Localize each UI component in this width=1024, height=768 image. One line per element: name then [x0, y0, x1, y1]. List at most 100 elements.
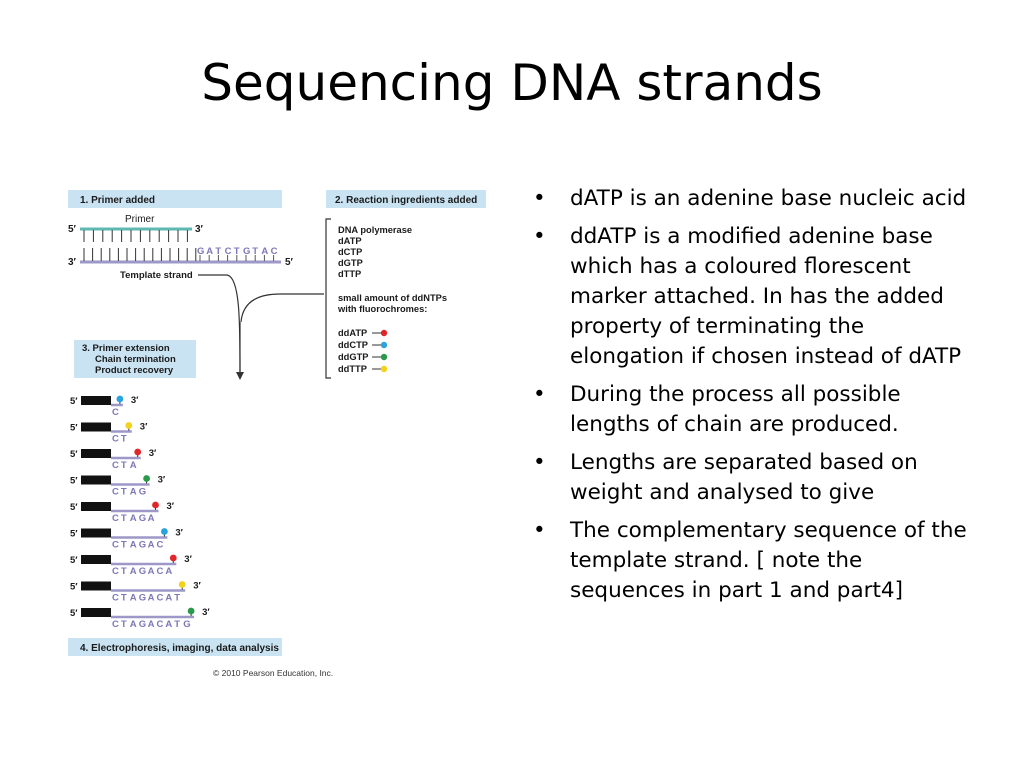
fragment-terminator-dot: [161, 528, 168, 535]
fragment-base-letter: C: [112, 540, 119, 551]
fragment-base-letter: A: [148, 619, 155, 630]
template-base-letter: T: [215, 246, 221, 257]
fragment-base-letter: A: [130, 513, 137, 524]
fragment-primer-block: [81, 422, 111, 432]
fragment-base-letter: C: [112, 619, 119, 630]
fragment-primer-block: [81, 502, 111, 511]
fragment-base-letter: T: [121, 460, 127, 471]
fragment-base-letter: C: [112, 434, 119, 445]
fragment-terminator-dot: [187, 607, 195, 615]
ingredient-item: dATP: [338, 236, 362, 246]
fragment-base-letter: A: [148, 540, 155, 551]
fragment-terminator-dot: [178, 581, 186, 588]
fragment-base-letter: T: [121, 513, 127, 524]
fragment-base-letter: A: [165, 593, 172, 604]
fragment-base-letter: A: [130, 593, 137, 604]
ddntp-dot: [380, 353, 388, 361]
fragment-5-prime: 5′: [70, 582, 78, 593]
fragment-base-letter: C: [112, 513, 119, 524]
fragment-5-prime: 5′: [70, 555, 78, 566]
primer-3-prime: 3′: [195, 224, 204, 235]
primer-label: Primer: [125, 214, 155, 225]
fragment-base-letter: G: [139, 566, 146, 577]
bullet-item: •dATP is an adenine base nucleic acid: [530, 184, 970, 214]
fragment-3-prime: 3′: [202, 607, 210, 618]
fragment-base-letter: T: [121, 487, 127, 498]
template-connector: [198, 274, 241, 373]
fragment-terminator-dot: [143, 475, 150, 482]
step3-label-line2: Chain termination: [95, 354, 176, 365]
fragment-5-prime: 5′: [70, 449, 78, 460]
fragment-base-letter: T: [174, 619, 180, 630]
ingredients-bracket: [325, 218, 331, 379]
bullet-item: •ddATP is a modified adenine base which …: [530, 222, 970, 372]
template-base-letter: C: [271, 246, 278, 257]
fragment-base-letter: T: [121, 566, 127, 577]
fragment-base-letter: A: [130, 487, 137, 498]
fragment-base-letter: G: [139, 593, 146, 604]
step1-label-bg: [68, 190, 282, 208]
step2-label-bg: [326, 190, 486, 208]
flow-arrow-head: [236, 372, 244, 380]
fragment-primer-block: [81, 555, 111, 564]
ddntp-item: ddATP: [338, 328, 367, 338]
ingredients-connector: [240, 293, 324, 323]
diagram-canvas: 1. Primer added Primer 5′ 3′ 3′ 5′ Templ…: [68, 190, 486, 678]
fragment-primer-block: [81, 449, 111, 458]
fragment-terminator-dot: [125, 422, 133, 429]
step3-label-line1: 3. Primer extension: [82, 343, 170, 354]
fragment-terminator-dot: [152, 501, 159, 509]
bullet-dot: •: [533, 450, 546, 475]
ingredient-item: DNA polymerase: [338, 225, 412, 235]
fragment-terminator-dot: [169, 554, 177, 562]
fragment-3-prime: 3′: [175, 528, 183, 539]
fragment-base-letter: T: [121, 619, 127, 630]
template-base-letter: C: [225, 246, 232, 257]
fragment-5-prime: 5′: [70, 396, 78, 407]
fragment-base-letter: A: [130, 540, 137, 551]
sanger-sequencing-diagram: 1. Primer added Primer 5′ 3′ 3′ 5′ Templ…: [62, 182, 502, 682]
fragment-base-letter: G: [139, 487, 146, 498]
step2-label: 2. Reaction ingredients added: [335, 195, 477, 206]
fragment-3-prime: 3′: [184, 554, 192, 565]
copyright-notice: © 2010 Pearson Education, Inc.: [213, 668, 333, 678]
bullet-text: During the process all possible lengths …: [570, 382, 901, 437]
bullet-dot: •: [533, 518, 546, 543]
bullet-text: Lengths are separated based on weight an…: [570, 450, 918, 505]
fragment-5-prime: 5′: [70, 608, 78, 619]
fragment-3-prime: 3′: [167, 501, 175, 512]
ddntp-dot: [380, 341, 388, 349]
fragment-base-letter: C: [157, 619, 164, 630]
bullet-text: ddATP is a modified adenine base which h…: [570, 224, 962, 369]
fragment-primer-block: [81, 528, 111, 538]
template-base-letter: T: [252, 246, 258, 257]
fragment-base-letter: G: [139, 540, 146, 551]
fragment-primer-block: [81, 608, 111, 617]
step1-label: 1. Primer added: [80, 195, 155, 206]
fragment-3-prime: 3′: [149, 448, 157, 459]
fragment-primer-block: [81, 581, 111, 591]
fragment-base-letter: C: [157, 593, 164, 604]
ddntp-dot: [380, 329, 388, 337]
fragment-base-letter: A: [148, 566, 155, 577]
ddntp-heading: small amount of ddNTPs: [338, 293, 447, 303]
bullet-dot: •: [533, 382, 546, 407]
template-3-prime: 3′: [68, 257, 77, 268]
template-base-letter: G: [197, 246, 204, 257]
fragment-base-letter: C: [112, 487, 119, 498]
fragment-base-letter: G: [139, 513, 146, 524]
fragment-terminator-dot: [134, 448, 142, 456]
ddntp-item: ddGTP: [338, 352, 368, 362]
fragment-base-letter: T: [121, 593, 127, 604]
template-5-prime: 5′: [285, 257, 294, 268]
step3-label-line3: Product recovery: [95, 365, 174, 376]
fragment-3-prime: 3′: [193, 581, 201, 592]
fragment-5-prime: 5′: [70, 423, 78, 434]
template-base-letter: T: [234, 246, 240, 257]
step3-label-bg: [74, 340, 196, 378]
primer-5-prime: 5′: [68, 224, 77, 235]
fragment-base-letter: C: [157, 540, 164, 551]
template-strand-label: Template strand: [120, 270, 193, 281]
bullet-item: • Lengths are separated based on weight a…: [530, 448, 970, 508]
fragment-base-letter: A: [130, 566, 137, 577]
